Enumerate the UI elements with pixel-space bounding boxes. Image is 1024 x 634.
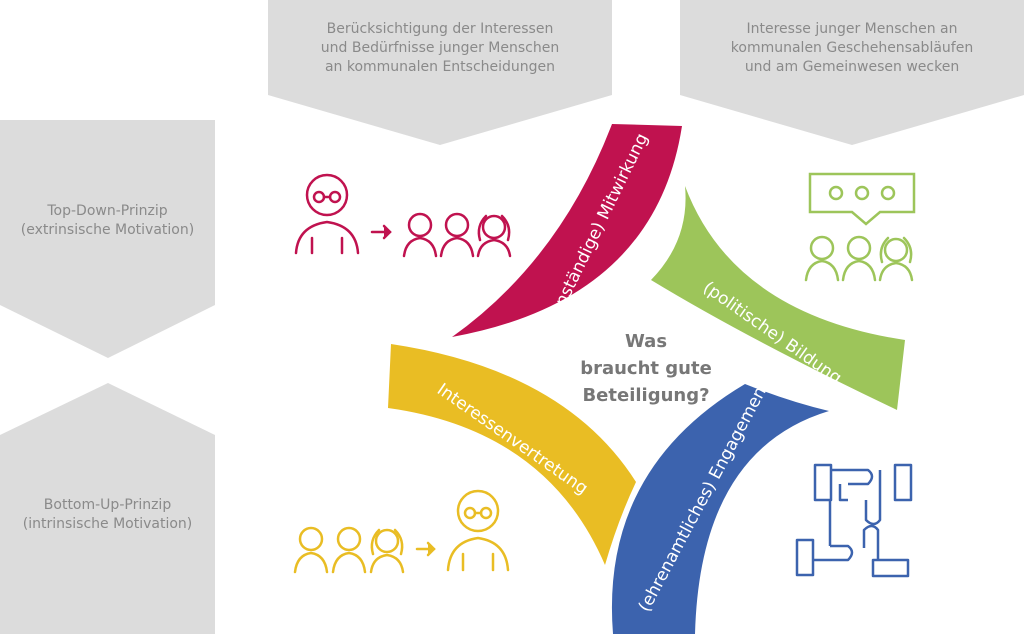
text-line: Bottom-Up-Prinzip [43,497,172,513]
text-line: Top-Down-Prinzip [47,203,168,219]
center-line: Was [624,331,668,352]
petal-bildung [651,186,905,410]
petal-mitwirkung [452,124,682,337]
text-line: Berücksichtigung der Interessen [326,21,554,37]
top-panel-right-text: Interesse junger Menschen an kommunalen … [680,20,1024,77]
side-panel-top [0,120,215,358]
text-line: und Bedürfnisse junger Menschen [320,40,560,56]
petal-engagement [611,384,829,634]
side-panel-top-text: Top-Down-Prinzip (extrinsische Motivatio… [0,202,215,240]
text-line: Interesse junger Menschen an [746,21,958,37]
youth-to-elder-icon [293,489,510,574]
text-line: und am Gemeinwesen wecken [744,59,960,75]
petal-interessen [388,344,636,565]
side-panel-bottom-text: Bottom-Up-Prinzip (intrinsische Motivati… [0,496,215,534]
joined-hands-icon [795,463,913,578]
center-line: Beteiligung? [582,385,710,406]
top-panel-right [680,0,1024,145]
center-question: Was braucht gute Beteiligung? [556,328,736,409]
top-panel-left-text: Berücksichtigung der Interessen und Bedü… [268,20,612,77]
side-panel-bottom [0,383,215,634]
text-line: (extrinsische Motivation) [20,222,195,238]
elder-to-youth-icon [294,173,512,258]
text-line: (intrinsische Motivation) [22,516,193,532]
text-line: an kommunalen Entscheidungen [324,59,556,75]
youth-speech-bubble-icon [804,172,916,282]
text-line: kommunalen Geschehensabläufen [730,40,974,56]
top-panel-left [268,0,612,145]
center-line: braucht gute [580,358,712,379]
